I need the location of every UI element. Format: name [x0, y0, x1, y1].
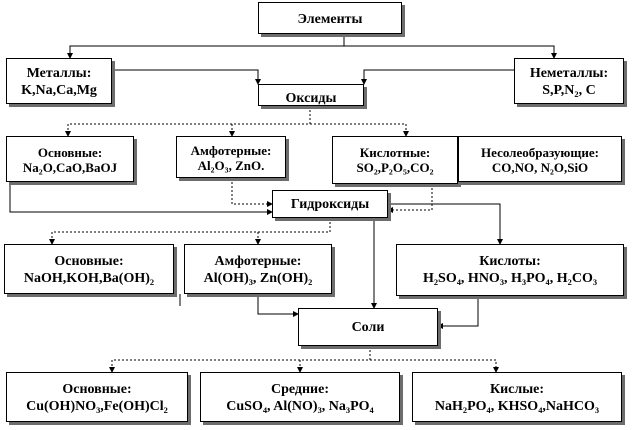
edge-oxbasic-hydrox — [9, 182, 273, 215]
node-nonmetals: Неметаллы: S,P,N₂, C — [514, 58, 624, 104]
edge-metals-oxides — [112, 69, 261, 85]
node-oxides: Оксиды — [258, 84, 364, 106]
edge-hydamph-salts — [257, 294, 299, 317]
node-oxides-amphoteric: Амфотерные: Al₂O₃, ZnO. — [176, 136, 286, 178]
node-elements: Элементы — [258, 2, 402, 34]
node-oxides-basic: Основные: Na₂O,CaO,BaOJ — [6, 136, 134, 182]
node-hydroxides-amphoteric: Амфотерные: Al(OH)₃, Zn(OH)₂ — [184, 244, 332, 294]
node-salts-acidic: Кислые: NaH₂PO₄, KHSO₄,NaHCO₃ — [412, 372, 622, 422]
edge-oxides-types — [65, 106, 311, 137]
edge-salts-acid — [370, 359, 499, 373]
edge-elements-nonmetals — [344, 45, 557, 59]
edge-salts-types — [109, 346, 371, 373]
node-oxides-nonsalt: Несолеобразующие: CO,NO, N₂O,SiO — [458, 136, 622, 182]
edge-nonmetals-oxides — [361, 69, 514, 85]
edge-acids-salts — [437, 296, 479, 329]
node-oxides-acidic: Кислотные: SO₂,P₂O₅,CO₂ — [332, 136, 458, 184]
edge-oxides-acid — [310, 123, 409, 137]
node-hydroxides: Гидроксиды — [272, 190, 388, 218]
edge-hydrox-types — [49, 218, 331, 245]
edge-oxacid-hydrox — [387, 184, 433, 213]
node-metals: Металлы: K,Na,Ca,Mg — [6, 58, 112, 104]
edge-elements-metals — [67, 34, 345, 59]
edge-hydrox-acids — [388, 203, 503, 245]
node-salts-medium: Средние: CuSO₄, Al(NO)₃, Na₃PO₄ — [200, 372, 400, 422]
edge-oxamph-hydrox — [231, 178, 273, 207]
node-salts: Соли — [298, 308, 438, 346]
node-salts-basic: Основные: Cu(OH)NO₃,Fe(OH)Cl₂ — [6, 372, 188, 422]
node-acids: Кислоты: H₂SO₄, HNO₃, H₃PO₄, H₂CO₃ — [396, 244, 624, 296]
node-hydroxides-basic: Основные: NaOH,KOH,Ba(OH)₂ — [4, 244, 174, 294]
